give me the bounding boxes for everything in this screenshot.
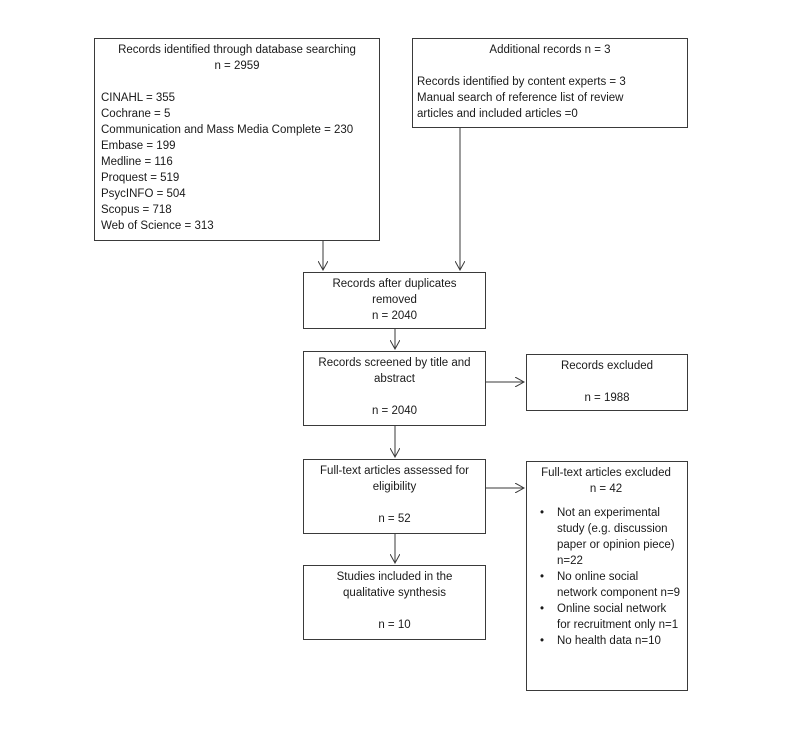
fulltext-assessed-line: Full-text articles assessed for [320,465,469,477]
additional-records-box: Additional records n = 3 Records identif… [412,38,688,128]
records-excluded-count: n = 1988 [584,392,630,404]
database-search-box: Records identified through database sear… [94,38,380,241]
fulltext-excluded-title: Full-text articles excluded [541,467,671,479]
database-source-item: CINAHL = 355 [101,92,176,104]
bullet-icon: • [540,603,545,615]
exclusion-reason-text: Not an experimental study (e.g. discussi… [557,507,675,567]
additional-records-title: Additional records n = 3 [489,44,611,56]
duplicates-removed-box: Records after duplicates removed n = 204… [303,272,486,329]
exclusion-reason: • Not an experimental study (e.g. discus… [531,505,681,569]
database-source-item: Web of Science = 313 [101,220,214,232]
studies-included-count: n = 10 [378,619,411,631]
records-screened-line: Records screened by title and [318,357,471,369]
database-search-title-block: Records identified through database sear… [99,42,375,74]
database-search-total: n = 2959 [214,60,260,72]
database-source-list: CINAHL = 355 Cochrane = 5 Communication … [99,90,375,234]
exclusion-reason-text: No health data n=10 [557,635,661,647]
bullet-icon: • [540,571,545,583]
database-source-item: Medline = 116 [101,156,173,168]
records-screened-box: Records screened by title and abstract n… [303,351,486,426]
records-excluded-title: Records excluded [560,360,654,372]
exclusion-reason: • No online social network component n=9 [531,569,681,601]
duplicates-removed-count: n = 2040 [371,310,418,322]
records-screened-line: abstract [374,373,415,385]
additional-records-line: Records identified by content experts = … [417,76,626,88]
fulltext-assessed-line: eligibility [372,481,417,493]
additional-records-line: articles and included articles =0 [417,108,578,120]
studies-included-line: Studies included in the [336,571,453,583]
fulltext-excluded-count: n = 42 [589,483,623,495]
fulltext-excluded-box: Full-text articles excluded n = 42 • Not… [526,461,688,691]
database-source-item: Embase = 199 [101,140,176,152]
additional-records-line: Manual search of reference list of revie… [417,92,624,104]
fulltext-assessed-count: n = 52 [378,513,411,525]
database-search-title: Records identified through database sear… [118,44,356,56]
exclusion-reason: • No health data n=10 [531,633,681,649]
exclusion-reason: • Online social network for recruitment … [531,601,681,633]
database-source-item: Cochrane = 5 [101,108,171,120]
fulltext-assessed-box: Full-text articles assessed for eligibil… [303,459,486,534]
duplicates-removed-line: removed [372,294,417,306]
database-source-item: Communication and Mass Media Complete = … [101,124,354,136]
bullet-icon: • [540,635,545,647]
database-source-item: Proquest = 519 [101,172,180,184]
duplicates-removed-line: Records after duplicates [332,278,457,290]
records-screened-count: n = 2040 [371,405,418,417]
studies-included-line: qualitative synthesis [343,587,446,599]
bullet-icon: • [540,507,545,519]
database-source-item: PsycINFO = 504 [101,188,186,200]
exclusion-reason-list: • Not an experimental study (e.g. discus… [531,505,681,649]
exclusion-reason-text: No online social network component n=9 [557,571,681,599]
studies-included-box: Studies included in the qualitative synt… [303,565,486,640]
database-source-item: Scopus = 718 [101,204,172,216]
records-excluded-box: Records excluded n = 1988 [526,354,688,411]
exclusion-reason-text: Online social network for recruitment on… [557,603,679,631]
